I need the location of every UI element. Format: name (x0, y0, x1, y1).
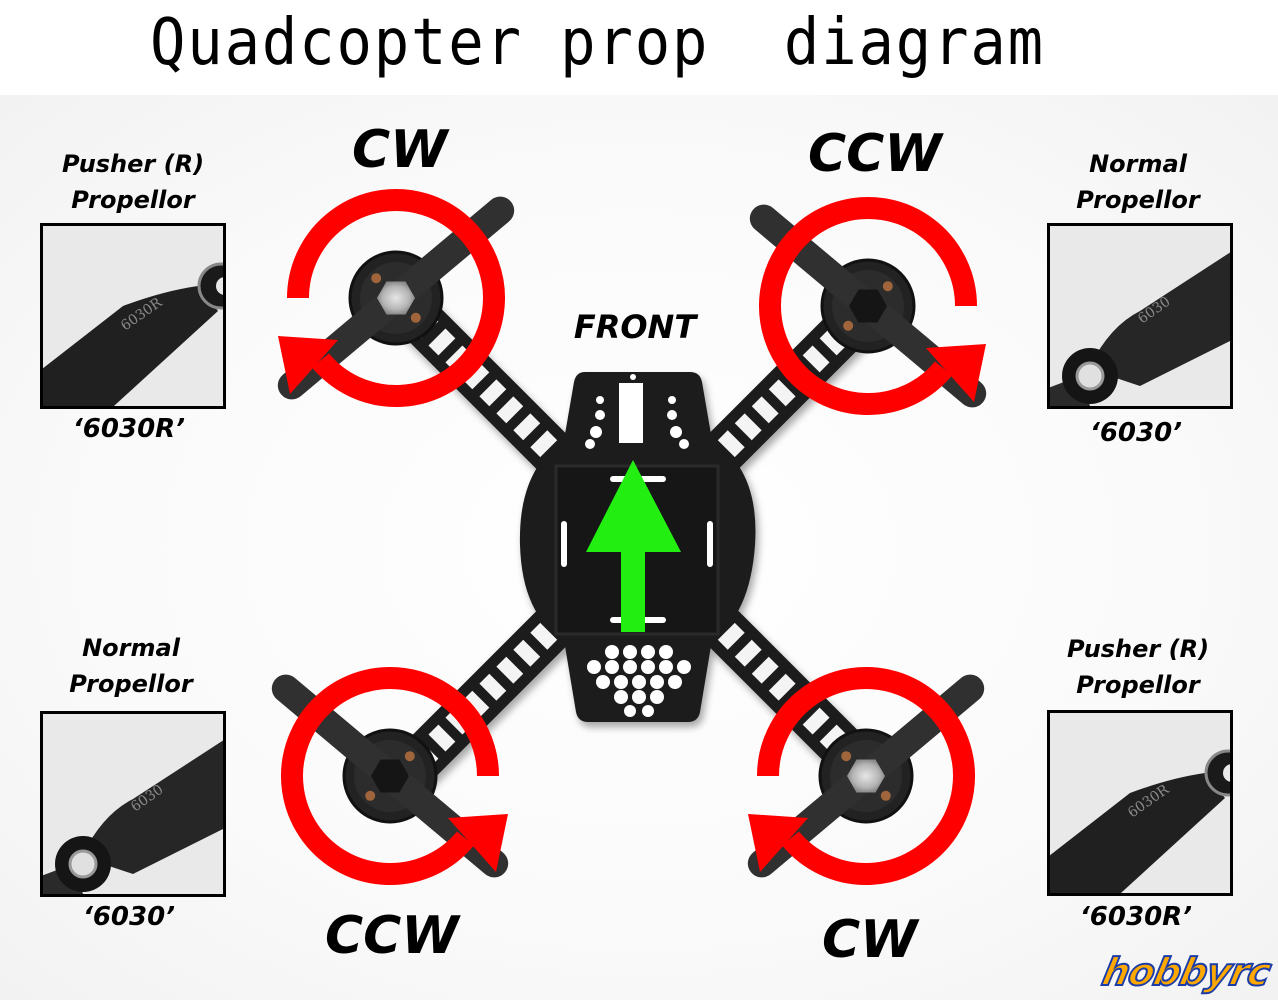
prop-photo-pusher: 6030R (1047, 710, 1233, 896)
prop-type-line1: Normal (82, 634, 180, 662)
motor-winding (404, 751, 415, 762)
motor-winding (882, 281, 893, 292)
propeller-closeup: 6030 (43, 740, 223, 894)
prop-type-line1: Normal (1089, 150, 1187, 178)
motor-winding (841, 751, 852, 762)
propeller-closeup: 6030 (1050, 252, 1230, 406)
prop-photo-normal: 6030 (1047, 223, 1233, 409)
motor-winding (410, 312, 421, 323)
motor-rear-left (271, 667, 509, 885)
rotation-label-rear-left: CCW (325, 906, 459, 966)
rotation-label-rear-right: CW (822, 910, 918, 970)
prop-nut-icon (377, 281, 415, 315)
propeller-closeup: 6030R (43, 262, 223, 406)
prop-nut-icon (371, 759, 409, 793)
prop-code: ‘6030R’ (1079, 902, 1193, 932)
motor-winding (371, 273, 382, 284)
motor-winding (365, 790, 376, 801)
prop-photo-pusher: 6030R (40, 223, 226, 409)
counterclockwise-arrow-icon (759, 197, 986, 415)
prop-type-line2: Propellor (69, 670, 193, 698)
prop-type-line2: Propellor (1076, 671, 1200, 699)
front-label: FRONT (573, 308, 697, 346)
prop-nut-icon (847, 759, 885, 793)
page-title: Quadcopter prop diagram (150, 6, 1045, 80)
rotation-label-front-right: CCW (808, 124, 942, 184)
motor-winding (843, 320, 854, 331)
hobbyrc-logo: hobbyrc (1097, 949, 1275, 995)
propeller-closeup: 6030R (1050, 749, 1230, 893)
prop-type-line2: Propellor (1076, 186, 1200, 214)
prop-type-line1: Pusher (R) (61, 150, 205, 178)
motor-rear-right (747, 667, 985, 885)
prop-photo-normal: 6030 (40, 711, 226, 897)
counterclockwise-arrow-icon (281, 667, 508, 885)
prop-code: ‘6030’ (1089, 418, 1183, 448)
prop-type-line1: Pusher (R) (1066, 635, 1210, 663)
prop-code: ‘6030’ (82, 902, 176, 932)
rotation-label-front-left: CW (352, 120, 448, 180)
clockwise-arrow-icon (278, 189, 505, 407)
motor-front-left (277, 189, 515, 407)
motor-winding (880, 790, 891, 801)
motor-front-right (749, 197, 987, 415)
clockwise-arrow-icon (748, 667, 975, 885)
front-direction-arrow (586, 460, 681, 632)
prop-code: ‘6030R’ (72, 414, 186, 444)
prop-type-line2: Propellor (71, 186, 195, 214)
prop-nut-icon (849, 289, 887, 323)
